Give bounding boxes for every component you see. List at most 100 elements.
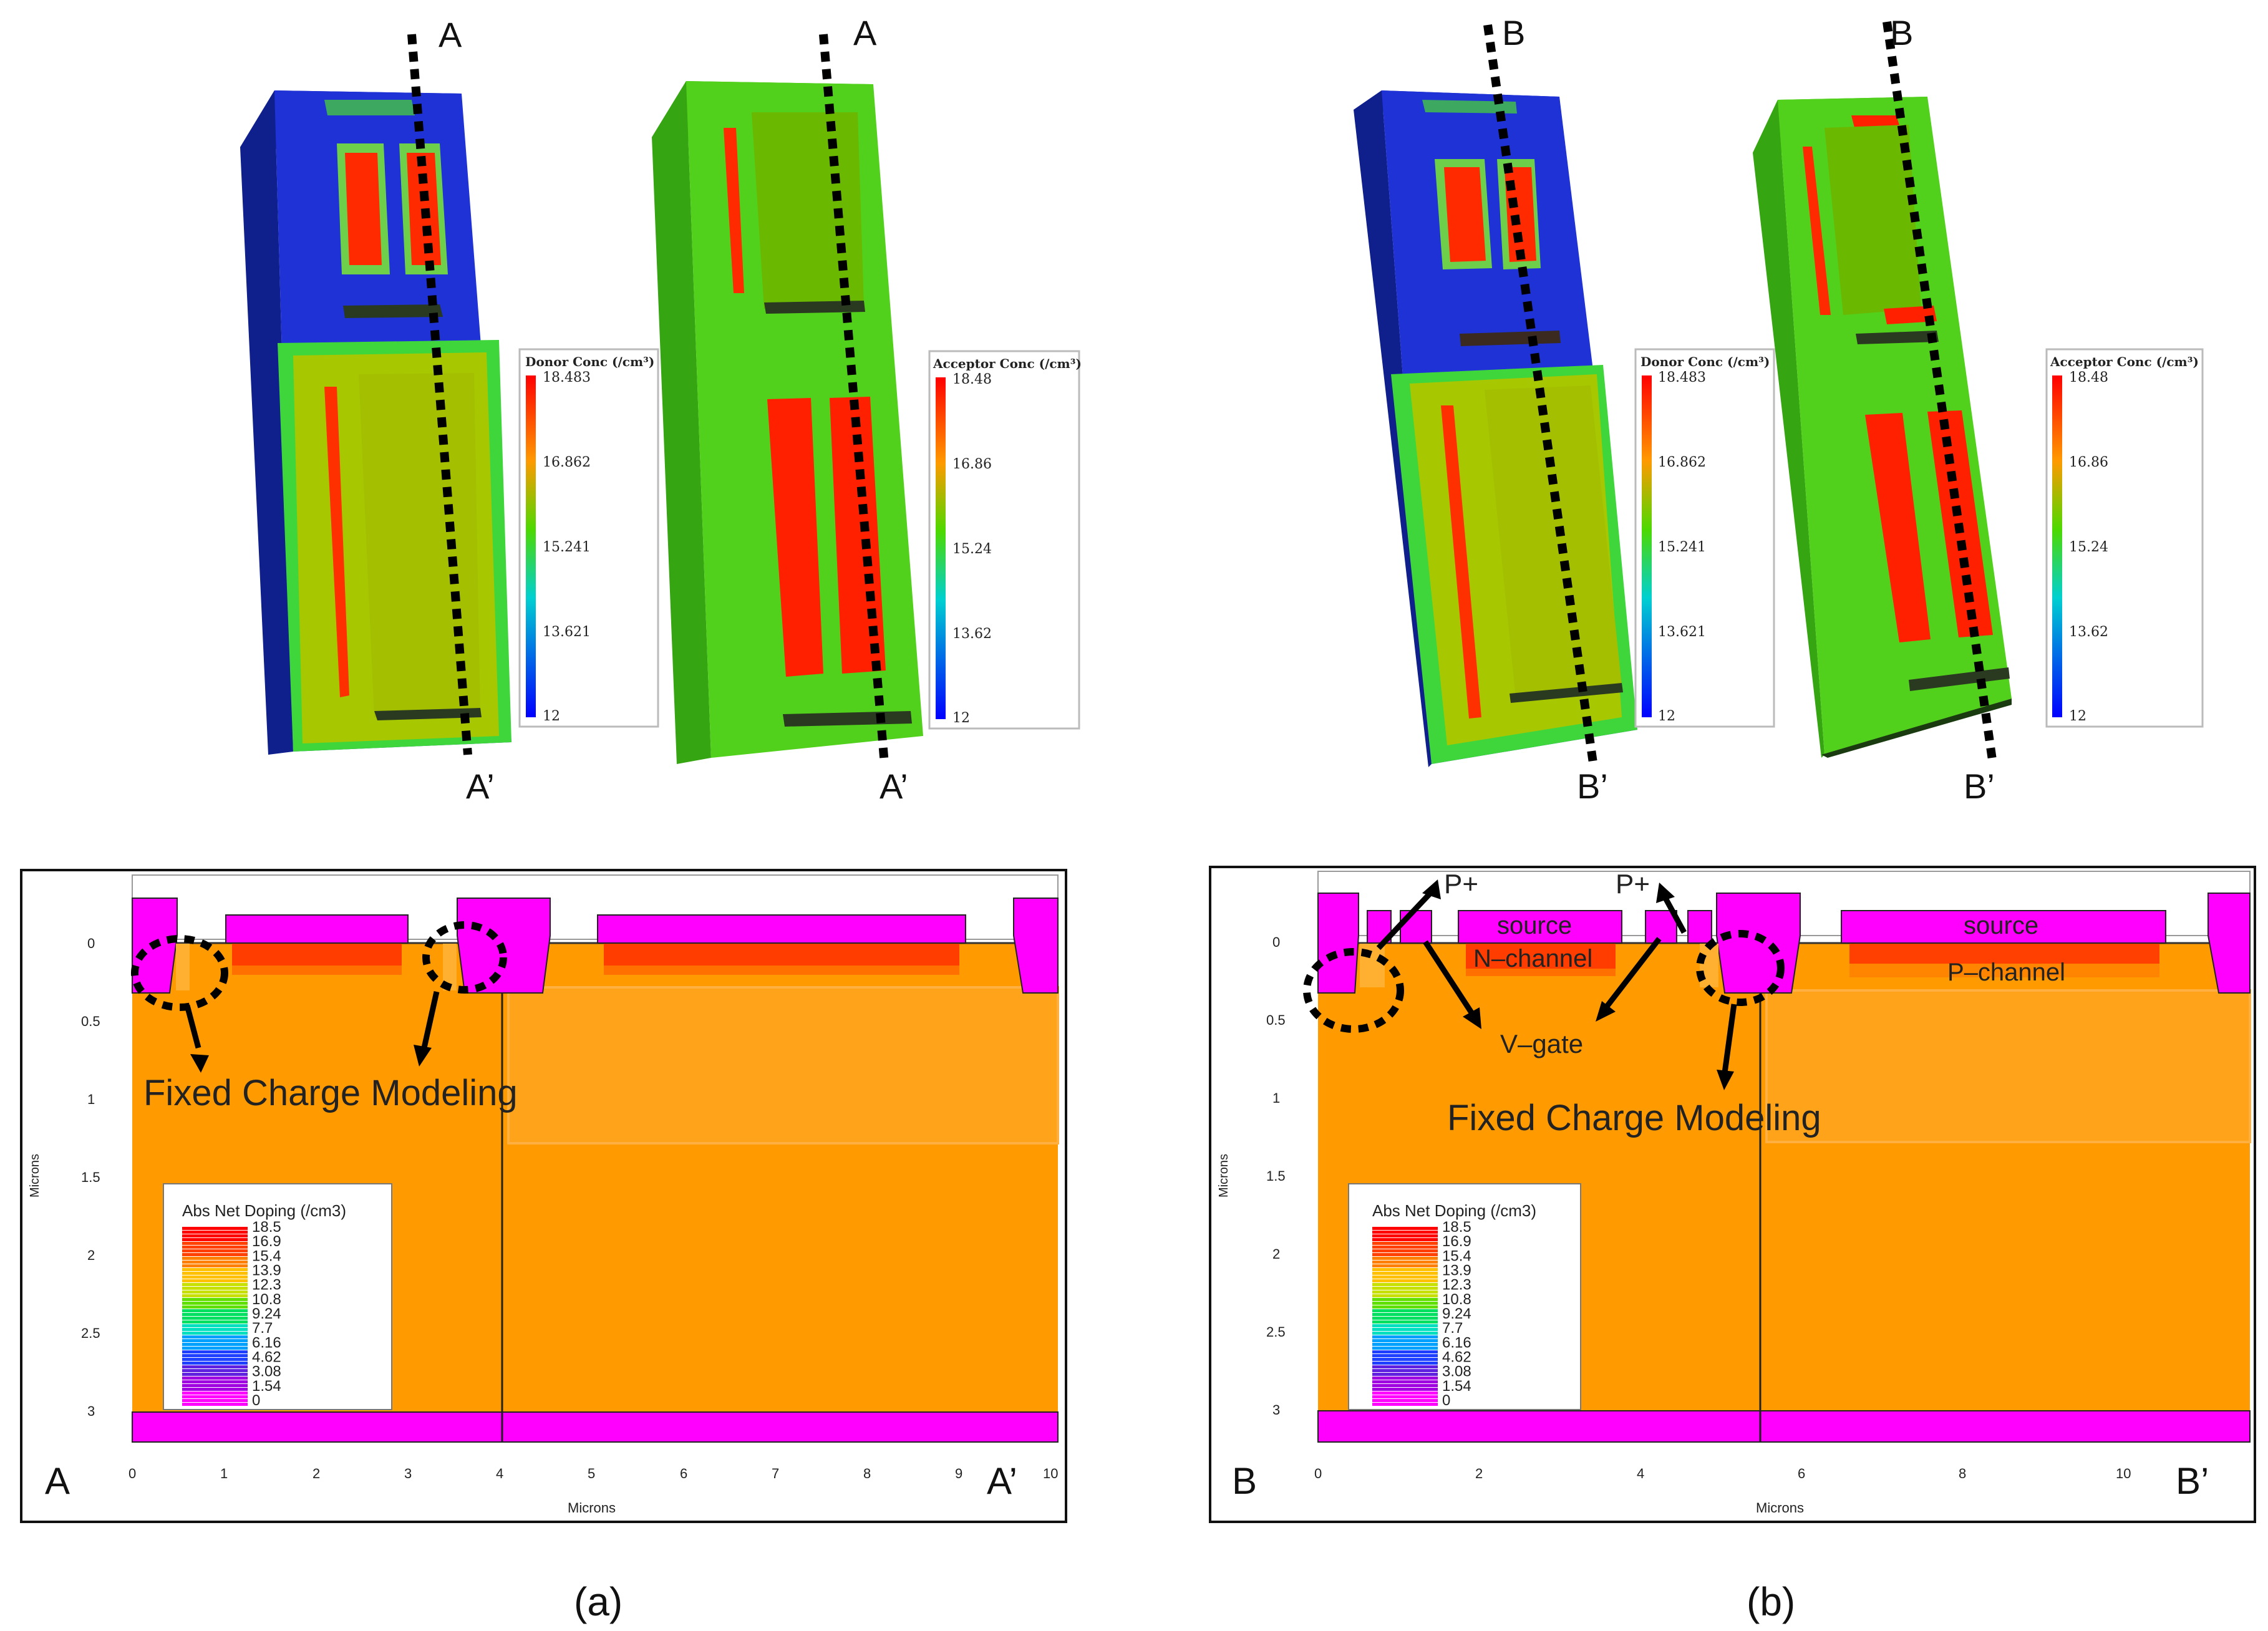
svg-text:15.24: 15.24 <box>952 541 992 557</box>
legend-swatch <box>1372 1380 1438 1383</box>
donor-device-a <box>240 90 511 755</box>
legend-swatch <box>1372 1324 1438 1327</box>
y-tick: 3 <box>87 1403 95 1419</box>
svg-text:16.862: 16.862 <box>543 455 591 470</box>
legend-swatch <box>182 1309 248 1312</box>
legend-swatch <box>182 1290 248 1294</box>
source-label-n: source <box>1497 912 1572 939</box>
legend-swatch <box>1372 1388 1438 1391</box>
legend-value: 9.24 <box>252 1305 281 1322</box>
legend-swatch <box>182 1264 248 1267</box>
legend-swatch <box>182 1261 248 1264</box>
cut-label-a-start: A <box>439 15 462 54</box>
sublabel-a: (a) <box>574 1579 623 1624</box>
legend-swatch <box>1372 1335 1438 1338</box>
legend-value: 6.16 <box>1442 1334 1471 1351</box>
legend-swatch <box>1372 1253 1438 1256</box>
x-tick: 5 <box>588 1466 595 1481</box>
legend-swatch <box>1372 1339 1438 1342</box>
legend-swatch <box>1372 1309 1438 1312</box>
p-plus-label-2: P+ <box>1616 869 1650 899</box>
legend-swatch <box>182 1283 248 1286</box>
svg-text:Acceptor Conc (/cm³): Acceptor Conc (/cm³) <box>2050 354 2199 369</box>
legend-swatch <box>1372 1313 1438 1316</box>
svg-text:Acceptor Conc (/cm³): Acceptor Conc (/cm³) <box>933 356 1082 371</box>
fixed-charge-markers-b <box>1303 930 1785 1033</box>
svg-text:18.48: 18.48 <box>952 372 992 387</box>
cut-label-a2-start: A <box>853 13 877 52</box>
y-tick: 1 <box>87 1091 95 1107</box>
legend-swatch <box>1372 1279 1438 1282</box>
legend-swatch <box>182 1362 248 1365</box>
x-tick: 0 <box>128 1466 136 1481</box>
cut-label-b2-end: B’ <box>1964 767 1995 806</box>
legend-swatch <box>182 1380 248 1383</box>
cut-label-b-end: B’ <box>1577 767 1608 806</box>
corner-label-b-right: B’ <box>2176 1460 2209 1502</box>
legend-value: 10.8 <box>1442 1291 1471 1308</box>
legend-swatch <box>182 1317 248 1320</box>
axes-a: 0 0.5 1 1.5 2 2.5 3 Microns 0 1 2 3 4 5 … <box>28 936 1058 1516</box>
legend-value: 4.62 <box>1442 1349 1471 1366</box>
legend-swatch <box>1372 1261 1438 1264</box>
donor-legend-a: Donor Conc (/cm³) 18.483 16.862 15.241 1… <box>518 348 659 728</box>
legend-swatch <box>1372 1317 1438 1320</box>
legend-swatch <box>1372 1399 1438 1402</box>
y-tick: 3 <box>1272 1402 1280 1418</box>
legend-swatch <box>182 1272 248 1275</box>
acceptor-legend-a: Acceptor Conc (/cm³) 18.48 16.86 15.24 1… <box>928 350 1082 730</box>
legend-value: 15.4 <box>1442 1247 1471 1264</box>
legend-value: 9.24 <box>1442 1305 1471 1322</box>
legend-swatch <box>182 1249 248 1252</box>
legend-swatch <box>1372 1268 1438 1271</box>
legend-value: 3.08 <box>1442 1363 1471 1380</box>
legend-swatch <box>182 1343 248 1346</box>
legend-swatch <box>1372 1320 1438 1324</box>
sublabel-b: (b) <box>1747 1579 1795 1624</box>
y-tick: 2 <box>1272 1246 1280 1262</box>
legend-value: 0 <box>252 1392 260 1409</box>
legend-swatch <box>1372 1283 1438 1286</box>
x-tick: 10 <box>1043 1466 1058 1481</box>
svg-text:13.621: 13.621 <box>543 624 591 640</box>
x-tick: 4 <box>496 1466 503 1481</box>
legend-swatch <box>182 1328 248 1331</box>
legend-swatch <box>182 1231 248 1234</box>
legend-value: 1.54 <box>1442 1378 1471 1395</box>
corner-label-b-left: B <box>1232 1460 1257 1502</box>
legend-swatch <box>1372 1249 1438 1252</box>
x-tick: 3 <box>404 1466 412 1481</box>
legend-swatch <box>1372 1246 1438 1249</box>
fixed-charge-label-a: Fixed Charge Modeling <box>143 1073 518 1113</box>
legend-swatch <box>182 1350 248 1353</box>
legend-swatch <box>182 1347 248 1350</box>
p-plus-label-1: P+ <box>1444 869 1478 899</box>
y-tick: 0 <box>1272 934 1280 950</box>
legend-swatch <box>182 1298 248 1301</box>
x-axis-label: Microns <box>1756 1500 1804 1516</box>
cut-lines <box>407 21 1997 768</box>
legend-swatch <box>1372 1343 1438 1346</box>
legend-value: 0 <box>1442 1392 1450 1409</box>
x-tick: 6 <box>1798 1466 1805 1481</box>
legend-swatch <box>182 1403 248 1406</box>
legend-swatch <box>1372 1365 1438 1368</box>
x-tick: 8 <box>863 1466 871 1481</box>
fixed-charge-label-b: Fixed Charge Modeling <box>1447 1098 1821 1138</box>
legend-swatch <box>1372 1302 1438 1305</box>
acceptor-device-b <box>1753 97 2012 758</box>
legend-swatch <box>182 1373 248 1376</box>
x-tick: 2 <box>1475 1466 1483 1481</box>
y-tick: 2.5 <box>81 1325 100 1341</box>
svg-text:18.48: 18.48 <box>2069 370 2108 385</box>
svg-text:13.62: 13.62 <box>952 626 992 642</box>
x-tick: 0 <box>1314 1466 1322 1481</box>
legend-swatch <box>1372 1347 1438 1350</box>
legend-swatch <box>182 1279 248 1282</box>
acceptor-legend-b: Acceptor Conc (/cm³) 18.48 16.86 15.24 1… <box>2045 348 2204 728</box>
doping-legend-b: Abs Net Doping (/cm3) 18.516.915.413.912… <box>1348 1183 1581 1410</box>
y-tick: 1.5 <box>81 1169 100 1185</box>
legend-swatch <box>182 1246 248 1249</box>
legend-swatch <box>1372 1305 1438 1309</box>
donor-legend-b: Donor Conc (/cm³) 18.483 16.862 15.241 1… <box>1634 348 1775 728</box>
